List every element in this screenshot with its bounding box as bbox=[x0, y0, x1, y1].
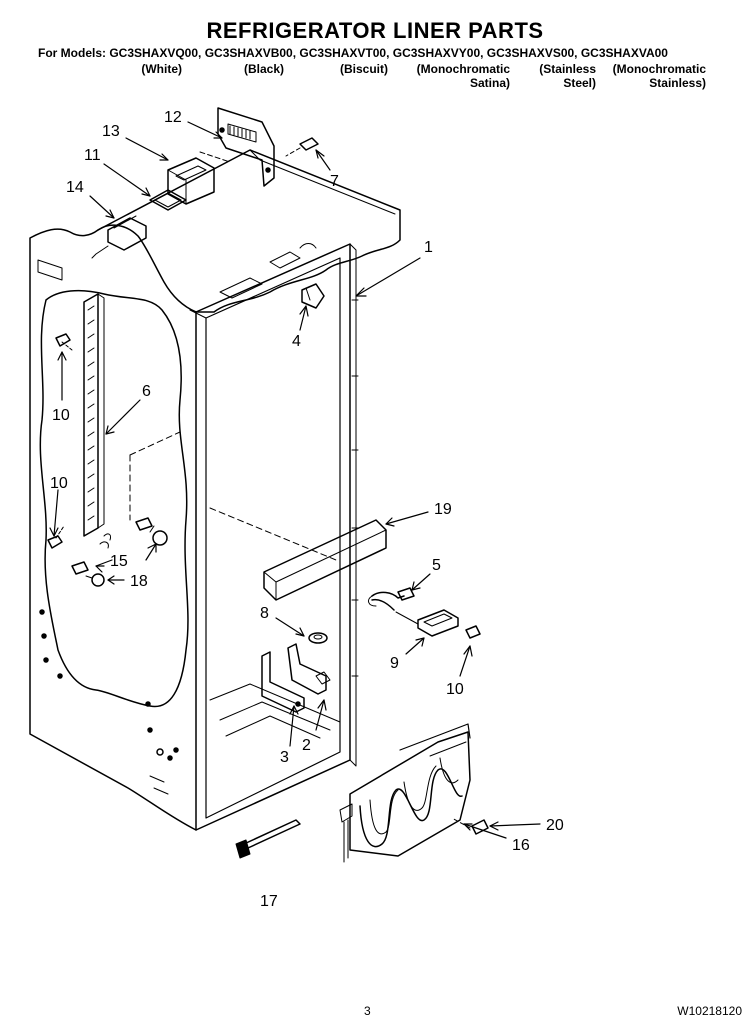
variant-line2: Steel) bbox=[563, 76, 596, 90]
callout-9: 9 bbox=[390, 655, 399, 672]
callout-20: 20 bbox=[546, 817, 564, 834]
liner-cabinet bbox=[29, 149, 401, 831]
part-light-housing bbox=[167, 157, 215, 205]
part-wire-tie bbox=[235, 819, 301, 859]
variant-monochromatic-stainless: (Monochromatic Stainless) bbox=[600, 62, 706, 90]
callout-2: 2 bbox=[302, 737, 311, 754]
callout-12: 12 bbox=[164, 109, 182, 126]
page-title: REFRIGERATOR LINER PARTS bbox=[206, 18, 544, 43]
part-bracket-2 bbox=[287, 643, 331, 695]
part-wire-harness bbox=[368, 587, 415, 611]
part-crisper-cover bbox=[263, 519, 387, 601]
part-damper bbox=[301, 283, 325, 309]
page-number: 3 bbox=[364, 1004, 371, 1018]
callout-10-lower: 10 bbox=[50, 475, 68, 492]
part-light-socket bbox=[91, 215, 147, 259]
part-evaporator bbox=[339, 723, 471, 863]
callout-4: 4 bbox=[292, 333, 301, 350]
part-lamp-socket bbox=[71, 517, 153, 575]
variant-line1: (Black) bbox=[243, 62, 284, 76]
variant-line2: Satina) bbox=[469, 76, 510, 90]
variant-line1: (Biscuit) bbox=[340, 62, 388, 76]
part-screw-7 bbox=[285, 137, 319, 157]
variant-line1: (Monochromatic bbox=[612, 62, 706, 76]
models-line: For Models: GC3SHAXVQ00, GC3SHAXVB00, GC… bbox=[38, 46, 668, 60]
variant-line1: (Stainless bbox=[539, 62, 596, 76]
part-light-bulb bbox=[85, 525, 168, 587]
variant-line1: (Monochromatic bbox=[416, 62, 510, 76]
callout-3: 3 bbox=[280, 749, 289, 766]
part-bracket-3 bbox=[261, 651, 305, 713]
callout-labels: 1 2 3 4 5 6 7 8 9 10 10 10 11 12 13 14 1… bbox=[50, 109, 564, 910]
callout-10-upper: 10 bbox=[52, 407, 70, 424]
callout-13: 13 bbox=[102, 123, 120, 140]
part-screw-10-lower bbox=[47, 525, 65, 549]
callout-17: 17 bbox=[260, 893, 278, 910]
variant-stainless-steel: (Stainless Steel) bbox=[520, 62, 596, 90]
callout-6: 6 bbox=[142, 383, 151, 400]
part-screw-10-upper bbox=[55, 333, 73, 351]
callout-15: 15 bbox=[110, 553, 128, 570]
callout-leaders bbox=[49, 121, 541, 839]
callout-10-switch: 10 bbox=[446, 681, 464, 698]
document-number: W10218120 bbox=[677, 1004, 742, 1018]
variant-black: (Black) bbox=[222, 62, 284, 76]
callout-14: 14 bbox=[66, 179, 84, 196]
callout-8: 8 bbox=[260, 605, 269, 622]
variant-biscuit: (Biscuit) bbox=[316, 62, 388, 76]
callout-5: 5 bbox=[432, 557, 441, 574]
callout-7: 7 bbox=[330, 173, 339, 190]
part-screw-10-switch bbox=[465, 625, 481, 639]
callout-18: 18 bbox=[130, 573, 148, 590]
variant-line1: (White) bbox=[141, 62, 182, 76]
callout-1: 1 bbox=[424, 239, 433, 256]
variant-white: (White) bbox=[120, 62, 182, 76]
variant-line2: Stainless) bbox=[649, 76, 706, 90]
callout-16: 16 bbox=[512, 837, 530, 854]
part-shelf-rail bbox=[83, 293, 105, 537]
part-control-bracket bbox=[199, 107, 275, 187]
callout-11: 11 bbox=[84, 147, 101, 164]
part-light-switch bbox=[395, 609, 459, 637]
callout-19: 19 bbox=[434, 501, 452, 518]
variant-monochromatic-satina: (Monochromatic Satina) bbox=[400, 62, 510, 90]
part-plug bbox=[308, 632, 328, 644]
